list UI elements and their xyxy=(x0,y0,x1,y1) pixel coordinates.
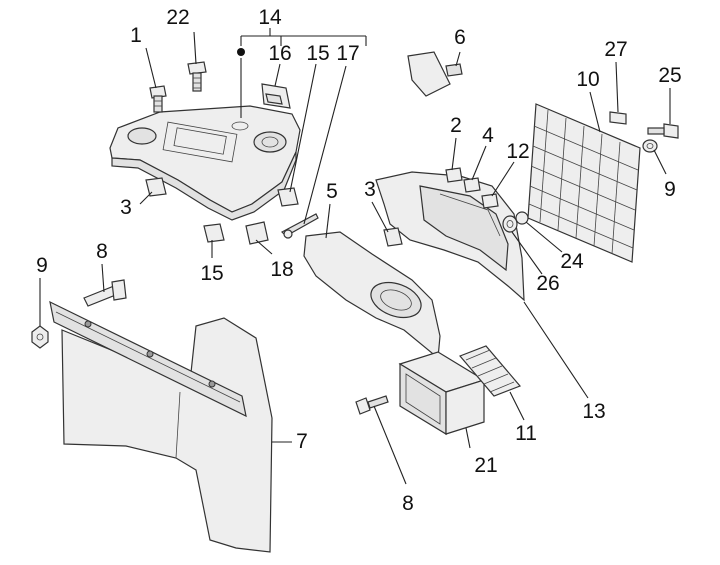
callout-22: 22 xyxy=(166,6,189,29)
callout-24: 24 xyxy=(560,250,584,273)
callout-4: 4 xyxy=(482,124,494,147)
nut-part-3-right xyxy=(383,227,403,247)
callout-25: 25 xyxy=(658,64,681,87)
nut-part-9-left xyxy=(31,325,49,349)
screw-part-4 xyxy=(463,177,481,193)
callout-16: 16 xyxy=(268,42,291,65)
panel-part-10 xyxy=(527,103,641,263)
washer-part-24 xyxy=(515,211,529,225)
callout-17: 17 xyxy=(336,42,359,65)
callout-9-left: 9 xyxy=(36,254,48,277)
washer-part-26 xyxy=(502,215,518,233)
screw-part-27 xyxy=(609,111,627,125)
screw-part-1 xyxy=(149,85,167,113)
nut-part-15-17 xyxy=(203,187,299,243)
callout-21: 21 xyxy=(474,454,497,477)
callout-2: 2 xyxy=(450,114,462,137)
mudflap-part-7 xyxy=(61,317,273,553)
grille-part-11 xyxy=(458,345,522,397)
callout-14: 14 xyxy=(258,6,282,29)
reference-dot xyxy=(237,48,245,56)
callout-9-right: 9 xyxy=(664,178,676,201)
callout-1: 1 xyxy=(130,24,142,47)
clip-part-6 xyxy=(407,51,463,97)
callout-3-right: 3 xyxy=(364,178,376,201)
box-part-21 xyxy=(398,351,486,436)
callout-5: 5 xyxy=(326,180,338,203)
callout-7: 7 xyxy=(296,430,308,453)
bolt-part-8-upper xyxy=(83,279,127,307)
washer-part-9-right xyxy=(642,139,658,153)
callout-10: 10 xyxy=(576,68,599,91)
screw-part-22 xyxy=(187,61,207,92)
screw-part-8-lower xyxy=(355,395,389,415)
panel-part-5 xyxy=(303,231,441,360)
screw-part-25 xyxy=(647,123,679,139)
nut-part-3-left xyxy=(145,177,167,197)
callout-8-upper: 8 xyxy=(96,240,108,263)
callout-15-top: 15 xyxy=(306,42,329,65)
pin-part-17 xyxy=(281,213,319,239)
callout-11: 11 xyxy=(515,422,537,445)
screw-part-12 xyxy=(481,193,499,209)
leader-lines xyxy=(39,28,671,485)
clip-part-18 xyxy=(245,221,269,245)
callout-15-bottom: 15 xyxy=(200,262,223,285)
callout-3-left: 3 xyxy=(120,196,132,219)
callout-18: 18 xyxy=(270,258,293,281)
callout-8-lower: 8 xyxy=(402,492,414,515)
clip-part-16 xyxy=(261,83,291,109)
callout-12: 12 xyxy=(506,140,529,163)
callout-labels: 1 22 14 16 15 17 6 27 25 10 2 4 12 9 3 3… xyxy=(36,6,682,515)
callout-13: 13 xyxy=(582,400,605,423)
screw-part-2 xyxy=(445,167,463,183)
callout-6: 6 xyxy=(454,26,466,49)
callout-27: 27 xyxy=(604,38,627,61)
tray-part-14 xyxy=(109,105,301,221)
callout-26: 26 xyxy=(536,272,559,295)
bracket-part-7 xyxy=(49,300,247,418)
